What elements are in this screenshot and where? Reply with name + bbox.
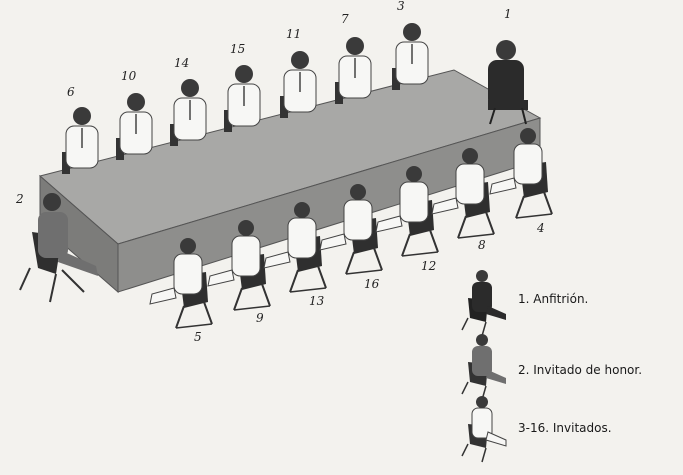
seat-number: 12	[421, 259, 436, 273]
guest-figure	[224, 65, 261, 132]
seat-number: 15	[230, 42, 245, 56]
guest-figure	[62, 107, 99, 174]
seat-number: 1	[504, 7, 512, 21]
seat-number: 6	[67, 85, 75, 99]
guest-legend-figure	[461, 396, 507, 463]
legend-label: 3-16. Invitados.	[518, 421, 612, 435]
guest-figure	[263, 202, 327, 293]
seat-numbers: 6 10 14 15 11 7 3 1 2 5 9 13 16 12 8 4	[15, 0, 545, 344]
guest-figure	[149, 238, 213, 329]
guest-figure	[207, 220, 271, 311]
seat-number: 3	[397, 0, 405, 13]
legend: 1. Anfitrión. 2. Invitado de honor.	[461, 270, 642, 463]
legend-label: 2. Invitado de honor.	[518, 363, 642, 377]
seat-number: 2	[15, 192, 24, 206]
host-legend-figure	[461, 270, 506, 337]
back-row-guests	[62, 23, 429, 174]
guest-figure	[170, 79, 207, 146]
seat-number: 10	[121, 69, 137, 83]
host-figure	[488, 40, 528, 125]
guest-figure	[431, 148, 495, 239]
seat-number: 5	[194, 330, 202, 344]
legend-label: 1. Anfitrión.	[518, 292, 588, 306]
legend-item-guests: 3-16. Invitados.	[461, 396, 612, 463]
seat-number: 7	[341, 12, 349, 26]
guest-figure	[335, 37, 372, 104]
guest-figure	[489, 128, 553, 219]
seat-number: 13	[309, 294, 325, 308]
guest-figure	[319, 184, 383, 275]
guest-figure	[392, 23, 429, 90]
seat-number: 9	[256, 311, 264, 325]
seat-number: 11	[286, 27, 301, 41]
legend-item-guest-of-honor: 2. Invitado de honor.	[461, 334, 642, 401]
guest-figure	[280, 51, 317, 118]
guest-figure	[116, 93, 153, 160]
guest-of-honor-figure	[19, 193, 98, 303]
front-row-guests	[149, 128, 553, 329]
seat-number: 8	[478, 238, 486, 252]
seat-number: 14	[174, 56, 189, 70]
legend-item-host: 1. Anfitrión.	[461, 270, 588, 337]
guest-figure	[375, 166, 439, 257]
seat-number: 16	[364, 277, 380, 291]
guest-of-honor-legend-figure	[461, 334, 506, 401]
seat-number: 4	[536, 221, 545, 235]
